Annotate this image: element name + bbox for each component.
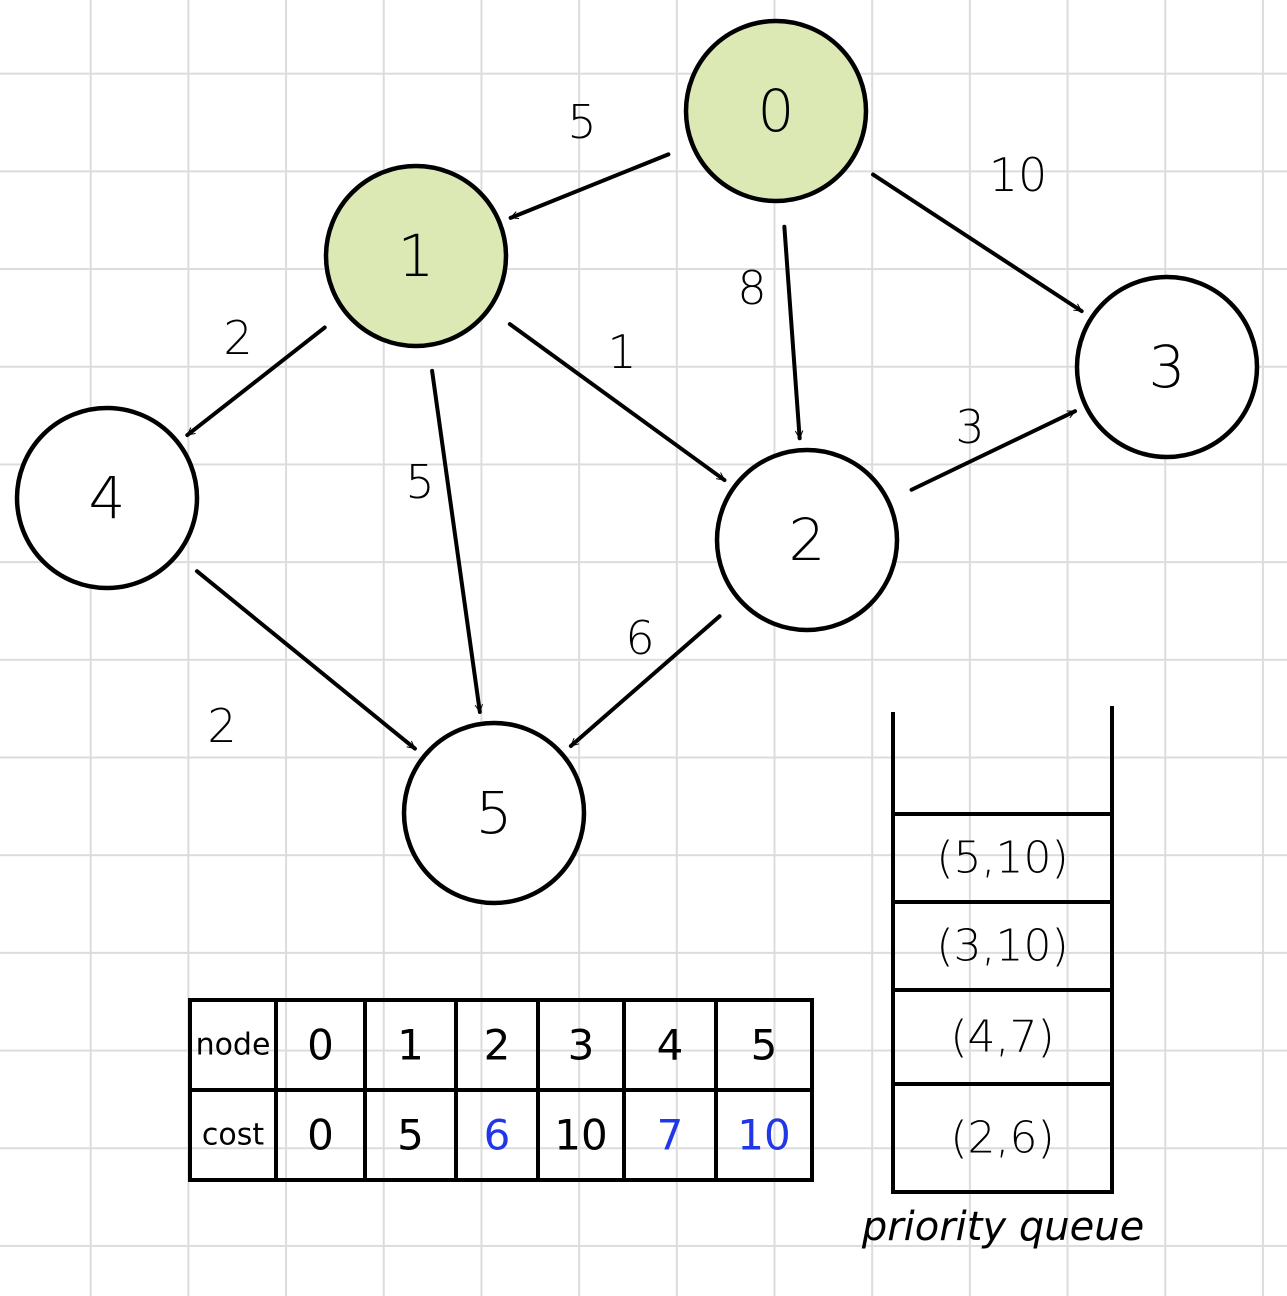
node-label-2: 2 [789,506,826,574]
edge-2-3 [909,409,1078,492]
edge-weight-1-4: 2 [223,311,252,365]
node-label-5: 5 [476,779,513,847]
edges-layer: 5 8 10 2 5 1 3 6 2 [185,95,1084,753]
node-circle-0 [683,18,869,204]
edge-1-4 [185,325,327,438]
cost-table-row-header-cost: cost [202,1118,264,1153]
priority-queue-item: (3,10) [936,921,1068,972]
edge-weight-2-5: 6 [625,611,654,665]
node-label-0: 0 [758,77,795,145]
node-circle-3 [1074,274,1260,460]
priority-queue: (5,10) (3,10) (4,7) (2,6) priority queue [861,706,1144,1250]
edge-weight-2-3: 3 [955,400,984,454]
priority-queue-caption: priority queue [861,1204,1144,1250]
cost-table-cost-cell: 0 [307,1111,334,1160]
node-circle-1 [323,163,509,349]
cost-table: node cost 0 0 1 5 2 6 3 10 4 7 5 10 [188,998,814,1182]
node-label-4: 4 [89,464,126,532]
node-label-1: 1 [398,222,435,290]
node-1: 1 [323,163,509,349]
edge-0-2 [782,224,799,441]
cost-table-node-cell: 4 [657,1021,684,1070]
cost-table-row-header-node: node [196,1028,271,1063]
edge-weight-0-3: 10 [989,148,1048,202]
edge-4-5 [194,569,417,751]
cost-table-node-cell: 3 [568,1021,595,1070]
edge-2-5 [568,614,722,748]
cost-table-node-cell: 5 [751,1021,778,1070]
edge-1-5 [430,368,480,714]
cost-table-node-cell: 1 [397,1021,424,1070]
cost-table-cost-cell: 6 [484,1111,511,1160]
nodes-layer: 0 1 2 3 4 5 [14,18,1260,906]
edge-weight-1-2: 1 [607,325,636,379]
edge-0-3 [871,172,1084,314]
cost-table-cost-cell: 10 [737,1111,790,1160]
edge-1-2 [507,322,727,483]
edge-weight-0-1: 5 [567,95,596,149]
edge-weight-4-5: 2 [207,699,236,753]
cost-table-cost-cell: 7 [657,1111,684,1160]
priority-queue-item: (5,10) [936,833,1068,884]
priority-queue-item: (2,6) [950,1113,1054,1164]
cost-table-node-cell: 2 [484,1021,511,1070]
node-2: 2 [714,447,900,633]
node-3: 3 [1074,274,1260,460]
node-5: 5 [401,720,587,906]
node-circle-5 [401,720,587,906]
edge-0-1 [508,152,671,220]
edge-weight-0-2: 8 [737,261,766,315]
node-circle-4 [14,405,200,591]
priority-queue-container [891,706,1114,1194]
node-label-3: 3 [1149,333,1186,401]
priority-queue-item: (4,7) [950,1012,1054,1063]
node-0: 0 [683,18,869,204]
node-circle-2 [714,447,900,633]
edge-weight-1-5: 5 [405,455,434,509]
cost-table-node-cell: 0 [307,1021,334,1070]
node-4: 4 [14,405,200,591]
cost-table-cost-cell: 10 [554,1111,607,1160]
cost-table-cost-cell: 5 [397,1111,424,1160]
